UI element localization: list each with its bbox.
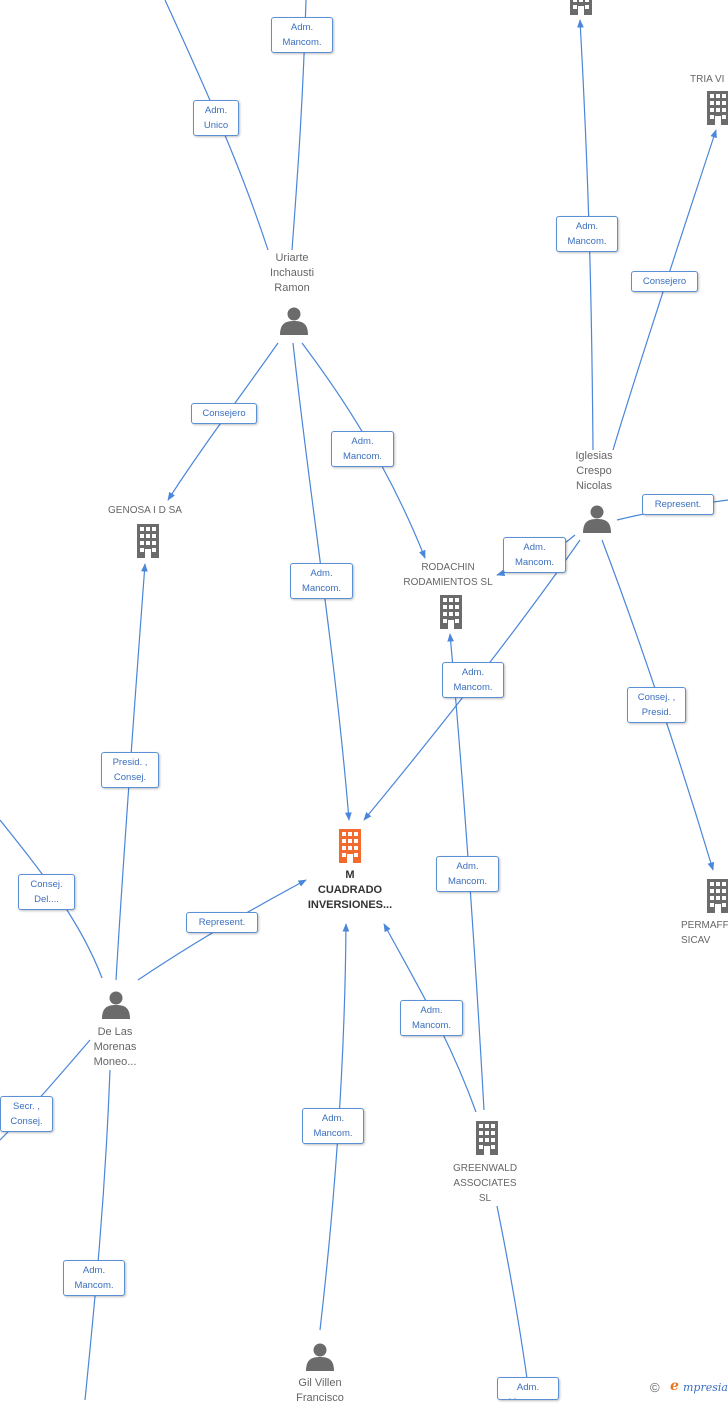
edge-label-presid-consej[interactable]: Presid. , Consej. — [101, 752, 159, 788]
edge-label-adm-mancom-uriarte-rodachin[interactable]: Adm. Mancom. — [331, 431, 394, 467]
node-label-gil[interactable]: Gil Villen Francisco — [296, 1377, 344, 1404]
node-icons — [102, 0, 728, 1371]
brand-logo-text: mpresia — [683, 1381, 728, 1394]
edge-uriarte-topleft — [164, 0, 269, 251]
brand-logo-initial: e — [670, 1378, 679, 1394]
edge-label-adm-mancom-delas-bottom[interactable]: Adm. Mancom. — [63, 1260, 125, 1296]
edge-label-adm-unico[interactable]: Adm. Unico — [193, 100, 239, 136]
edge-label-adm-mancom-uriarte-main[interactable]: Adm. Mancom. — [290, 563, 353, 599]
node-label-rodachin[interactable]: RODACHIN RODAMIENTOS SL — [403, 562, 493, 588]
node-label-uriarte[interactable]: Uriarte Inchausti Ramon — [269, 252, 315, 294]
edge-greenwald-bottom — [496, 1205, 531, 1400]
building-icon-genosa[interactable] — [137, 524, 159, 558]
edge-delas-bottom — [84, 1069, 111, 1400]
edge-label-consejero-genosa[interactable]: Consejero — [191, 403, 257, 424]
building-icon-triavi[interactable] — [707, 91, 728, 125]
edge-label-secr-consej[interactable]: Secr. , Consej. — [0, 1096, 53, 1132]
building-icon-greenwald[interactable] — [476, 1121, 498, 1155]
edge-label-consejero-triavi[interactable]: Consejero — [631, 271, 698, 292]
edge-iglesias-top — [577, 19, 594, 451]
node-label-genosa[interactable]: GENOSA I D SA — [108, 505, 182, 516]
building-icon-rodachin[interactable] — [440, 595, 462, 629]
building-icon-permaf[interactable] — [707, 879, 728, 913]
node-label-iglesias[interactable]: Iglesias Crespo Nicolas — [575, 450, 613, 492]
edge-label-represent-delas[interactable]: Represent. — [186, 912, 258, 933]
edge-iglesias-triavi — [612, 129, 717, 451]
edge-label-adm-mancom-iglesias-main[interactable]: Adm. Mancom. — [442, 662, 504, 698]
person-icon-uriarte[interactable] — [280, 307, 308, 336]
edge-label-adm-mancom-iglesias-rodachin[interactable]: Adm. Mancom. — [503, 537, 566, 573]
edge-label-represent-iglesias[interactable]: Represent. — [642, 494, 714, 515]
edge-label-consej-presid[interactable]: Consej. , Presid. — [627, 687, 686, 723]
edge-label-adm-mancom-iglesias-top[interactable]: Adm. Mancom. — [556, 216, 618, 252]
building-icon-top[interactable] — [570, 0, 592, 15]
copyright-symbol: © — [650, 1380, 660, 1395]
edge-label-adm-mancom-greenwald-bottom[interactable]: Adm. Mancom. — [497, 1377, 559, 1400]
node-label-triavi[interactable]: TRIA VI — [690, 74, 725, 85]
edge-label-consej-del[interactable]: Consej. Del.... — [18, 874, 75, 910]
edge-label-adm-mancom-gil[interactable]: Adm. Mancom. — [302, 1108, 364, 1144]
node-label-greenwald[interactable]: GREENWALD ASSOCIATES SL — [452, 1163, 518, 1204]
building-icon-main[interactable] — [339, 829, 361, 863]
edge-label-adm-mancom-greenwald-rodachin[interactable]: Adm. Mancom. — [436, 856, 499, 892]
edge-label-adm-mancom-top[interactable]: Adm. Mancom. — [271, 17, 333, 53]
main-node-icon — [339, 829, 361, 863]
person-icon-delas[interactable] — [102, 991, 130, 1020]
node-label-main[interactable]: M CUADRADO INVERSIONES... — [307, 869, 393, 911]
node-label-delas[interactable]: De Las Morenas Moneo... — [93, 1026, 137, 1068]
node-label-permaf[interactable]: PERMAFF SICAV — [681, 920, 728, 946]
edge-label-adm-mancom-greenwald-main[interactable]: Adm. Mancom. — [400, 1000, 463, 1036]
person-icon-gil[interactable] — [306, 1343, 334, 1372]
person-icon-iglesias[interactable] — [583, 505, 611, 534]
